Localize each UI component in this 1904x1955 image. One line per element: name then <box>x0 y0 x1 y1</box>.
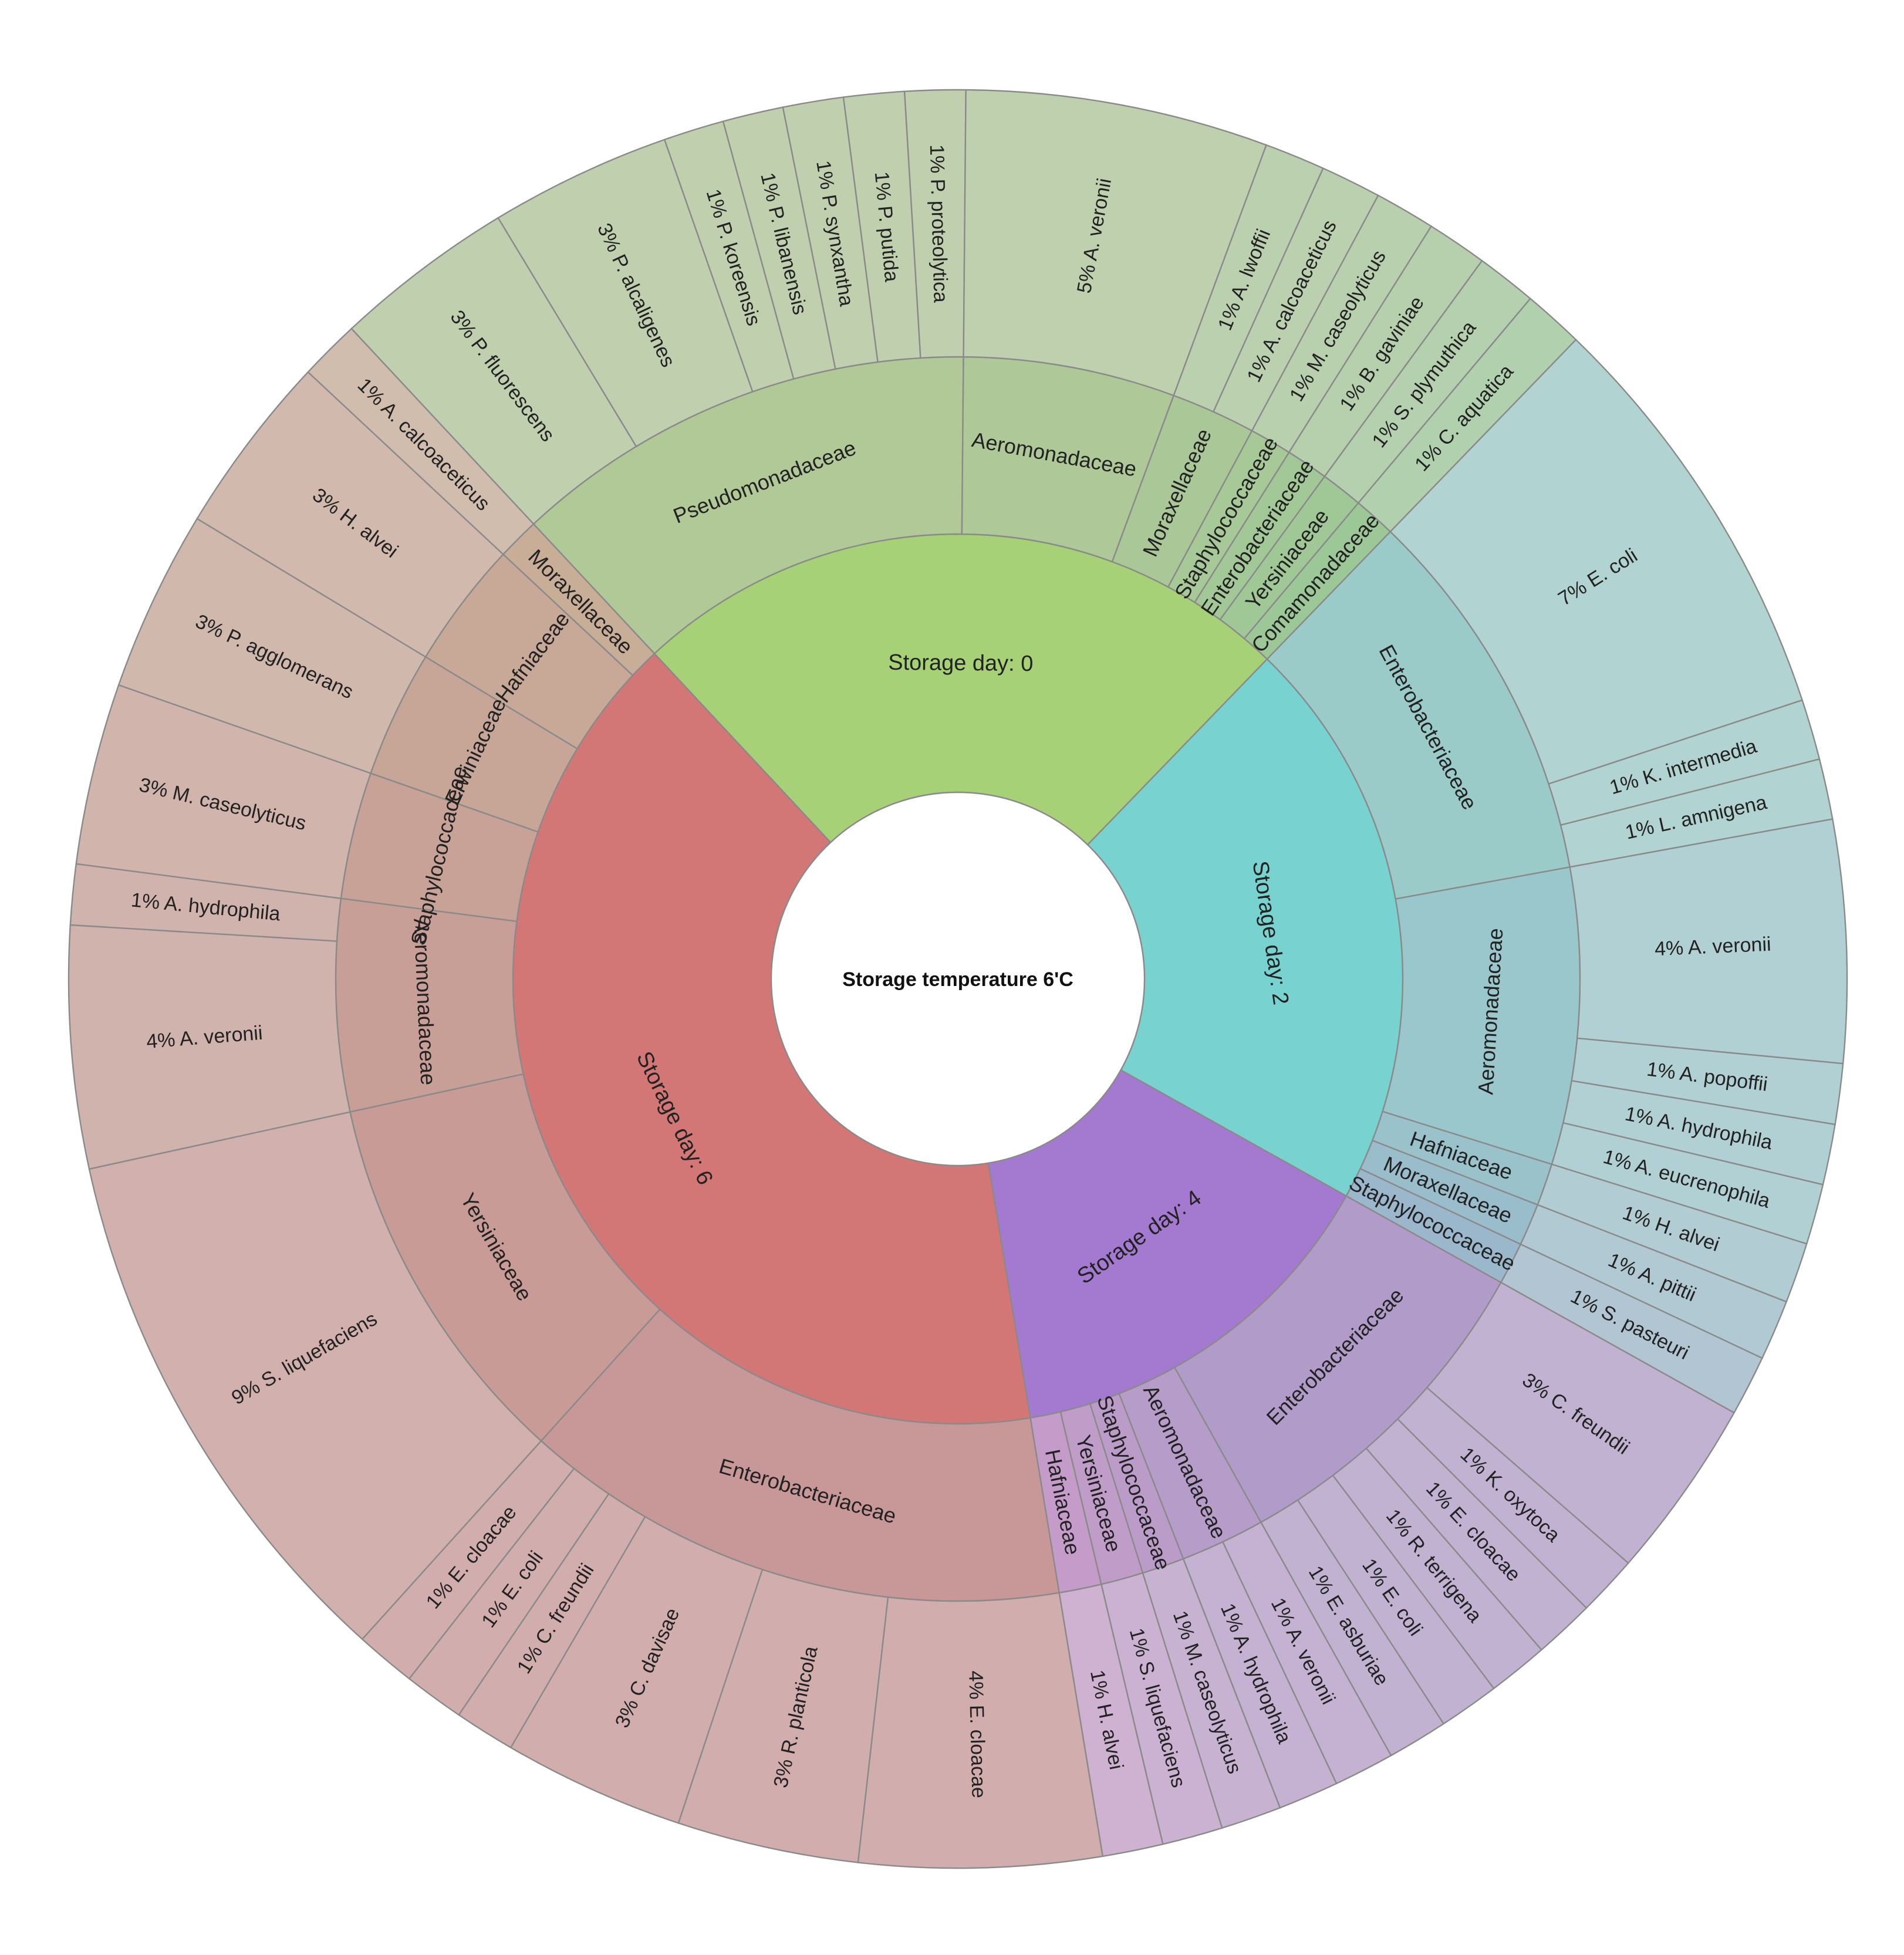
center-hole <box>770 791 1146 1167</box>
sunburst-arcs <box>67 89 1848 1869</box>
chart-title: Storage temperature 6'C <box>842 968 1073 991</box>
label-storage-day-6-enterobacteriaceae-e-cloacae-0: 4% E. cloacae <box>964 1670 990 1798</box>
label-storage-day-0-pseudomonadaceae-p-proteolytica-6: 1% P. proteolytica <box>926 144 952 303</box>
sector-storage-day-6-yersiniaceae-s-liquefaciens-0[interactable] <box>88 1111 542 1640</box>
label-storage-day-2-aeromonadaceae-a-veronii-0: 4% A. veronii <box>1654 933 1771 960</box>
sector-storage-day-6-moraxellaceae-a-calcoaceticus-0[interactable] <box>307 327 535 556</box>
label-storage-day-0: Storage day: 0 <box>888 650 1034 676</box>
